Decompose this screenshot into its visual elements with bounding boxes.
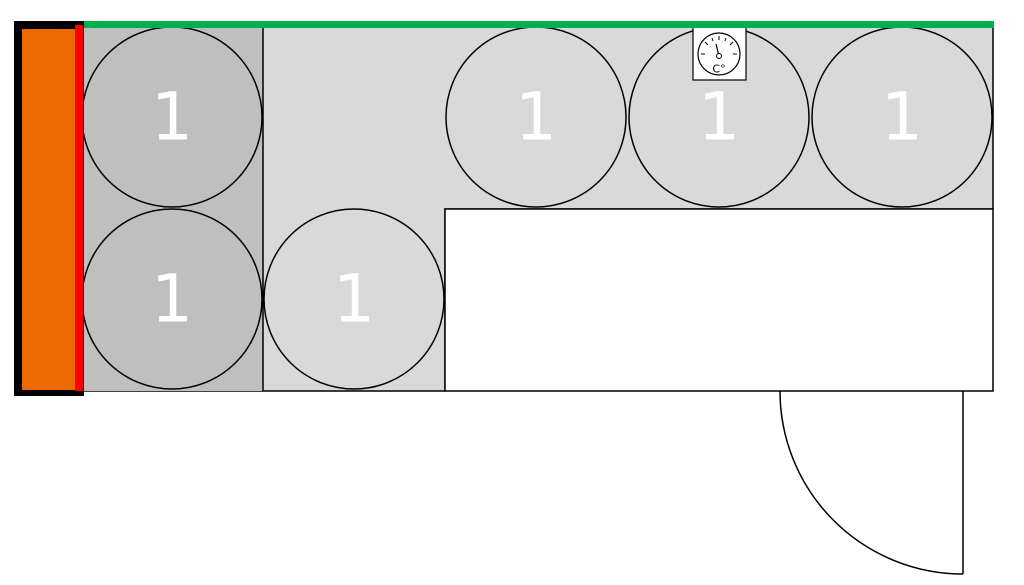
storage-slot[interactable]: 1 — [445, 26, 627, 208]
door-swing-icon[interactable] — [779, 390, 964, 575]
slot-number: 1 — [151, 261, 193, 338]
orange-panel[interactable] — [22, 29, 76, 390]
slot-circle — [263, 208, 445, 390]
slot-number: 1 — [881, 79, 923, 156]
thermometer-unit: C° — [712, 63, 725, 76]
red-wall — [75, 25, 83, 391]
green-wall — [80, 21, 994, 28]
thermometer-icon[interactable]: C° — [692, 26, 747, 81]
open-area — [444, 208, 994, 392]
door-arc — [779, 390, 964, 575]
storage-slot[interactable]: 1 — [263, 208, 445, 390]
storage-slot[interactable]: 1 — [628, 26, 810, 208]
slot-number: 1 — [515, 79, 557, 156]
storage-slot[interactable]: 1 — [81, 26, 263, 208]
slot-number: 1 — [333, 261, 375, 338]
storage-slot[interactable]: 1 — [81, 208, 263, 390]
slot-number: 1 — [698, 79, 740, 156]
storage-slot[interactable]: 1 — [811, 26, 993, 208]
slot-number: 1 — [151, 79, 193, 156]
